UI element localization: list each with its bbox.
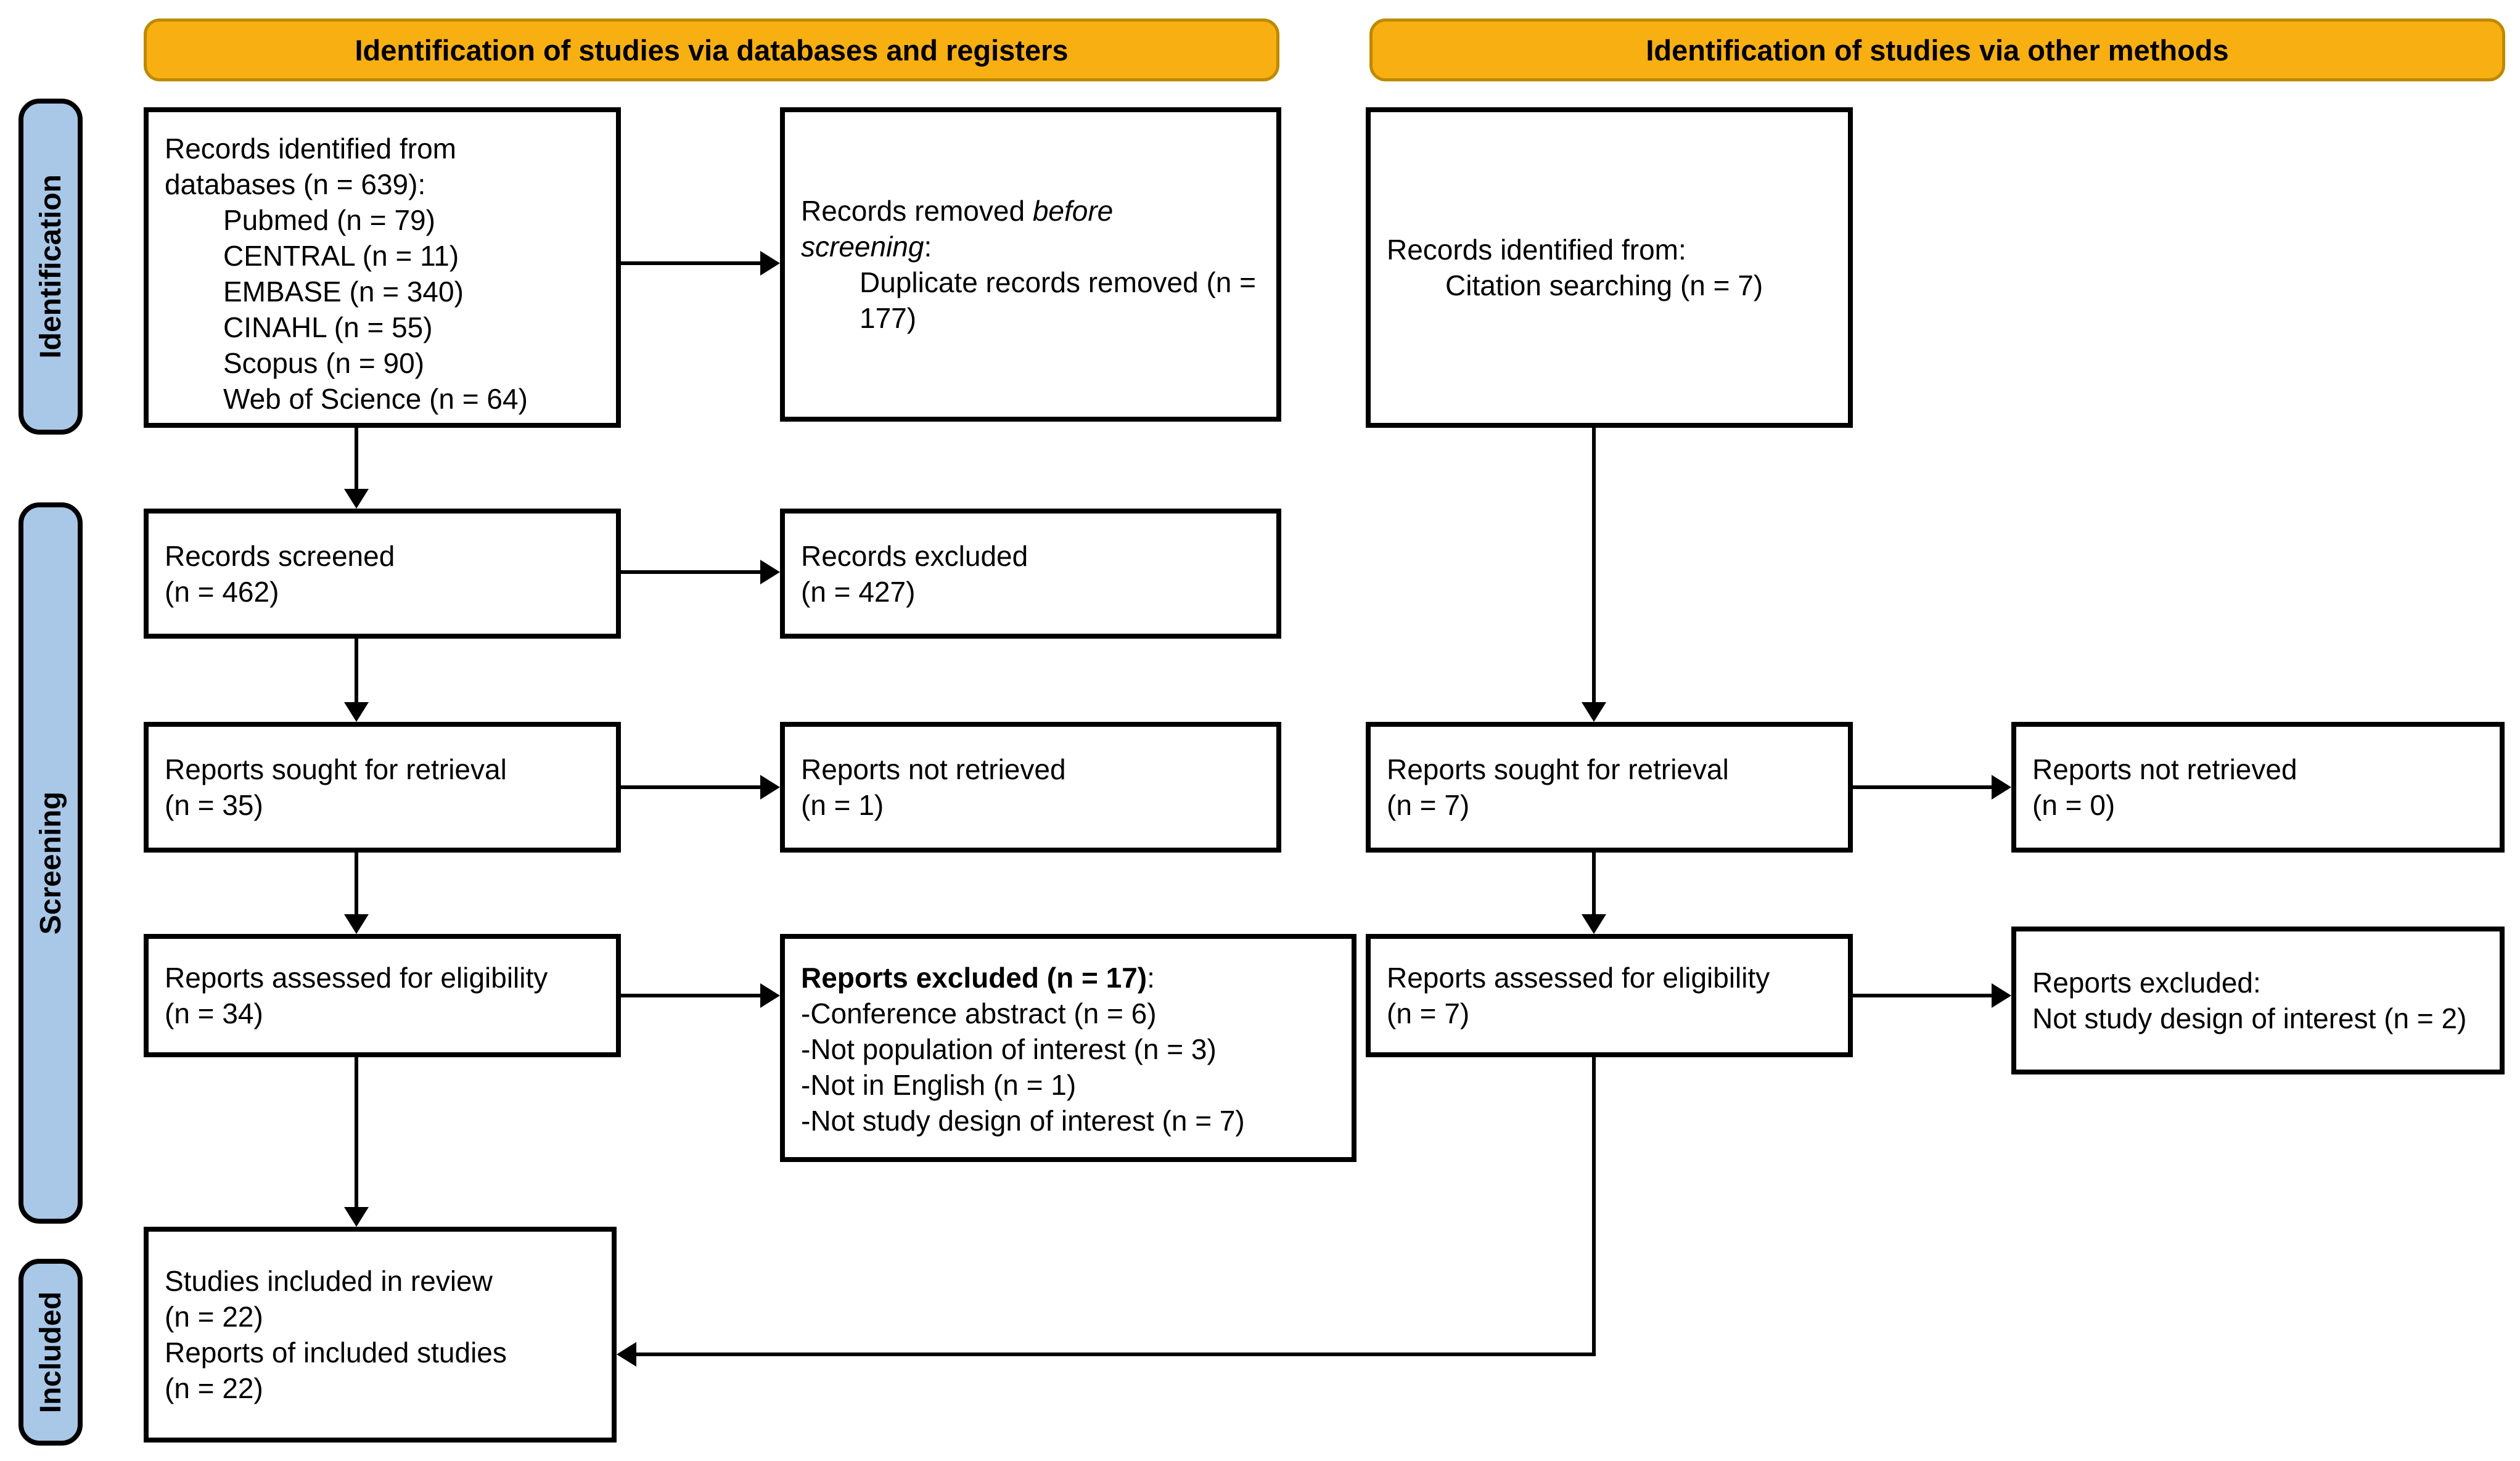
excl-reason-design: -Not study design of interest (n = 7) [801,1105,1245,1137]
arrow-assessed-to-included-head [344,1207,369,1227]
stage-included: Included [18,1259,83,1446]
citation-searching: Citation searching (n = 7) [1445,269,1763,301]
arrow-identified-to-screened-line [355,427,358,490]
box-records-identified-other: Records identified from: Citation search… [1366,107,1853,428]
arrow-sought-to-assessed-head [344,914,369,934]
arrow-identified-to-screened-head [344,489,369,509]
records-removed-italic: before screening [801,195,1114,263]
assessed-db-line1: Reports assessed for eligibility [165,962,548,994]
box-reports-not-retrieved-other: Reports not retrieved (n = 0) [2011,722,2505,853]
box-studies-included: Studies included in review (n = 22) Repo… [144,1227,617,1443]
assessed-other-line1: Reports assessed for eligibility [1387,962,1770,994]
reports-excluded-db-header: Reports excluded (n = 17): [801,960,1343,996]
box-reports-sought-other: Reports sought for retrieval (n = 7) [1366,722,1853,853]
db-source-wos: Web of Science (n = 64) [223,383,528,415]
arrow-citation-to-sought-head [1582,702,1606,722]
arrow-sought-to-assessed-line [355,853,358,915]
duplicate-records-removed: Duplicate records removed (n = 177) [860,266,1257,334]
notret-db-line1: Reports not retrieved [801,753,1066,785]
records-screened-line1: Records screened [165,539,395,572]
notret-other-line2: (n = 0) [2032,789,2116,821]
assessed-db-line2: (n = 34) [165,997,263,1029]
db-source-pubmed: Pubmed (n = 79) [223,204,435,236]
db-records-line2: databases (n = 639): [165,168,426,200]
stage-identification-label: Identification [34,174,67,359]
box-reports-excluded-databases: Reports excluded (n = 17): -Conference a… [780,934,1356,1162]
db-source-central: CENTRAL (n = 11) [223,240,459,272]
arrow-other-to-included-head [617,1342,636,1367]
stage-screening: Screening [18,502,83,1224]
arrow-screened-to-excluded-head [760,560,780,584]
stage-included-label: Included [34,1291,67,1414]
reports-excluded-db-header-bold: Reports excluded (n = 17) [801,962,1147,994]
arrow-sought-to-notretrieved-head [760,775,780,800]
records-excluded-line1: Records excluded [801,539,1028,572]
stage-identification: Identification [18,99,83,435]
sought-other-line2: (n = 7) [1387,789,1470,821]
excl-reason-conference: -Conference abstract (n = 6) [801,997,1157,1029]
arrow-identified-to-removed-head [760,251,780,276]
excl-reason-english: -Not in English (n = 1) [801,1069,1077,1101]
arrow-assessed-to-excluded-head [760,983,780,1008]
arrow-screened-to-sought-line [355,639,358,703]
included-line2: (n = 22) [165,1301,263,1333]
arrow-sought-other-to-notretrieved-head [1992,775,2011,800]
banner-other-label: Identification of studies via other meth… [1646,33,2229,67]
arrow-other-to-included-horizontal [636,1353,1596,1356]
banner-databases-label: Identification of studies via databases … [355,33,1069,67]
records-excluded-line2: (n = 427) [801,575,916,608]
sought-other-line1: Reports sought for retrieval [1387,753,1729,785]
db-source-scopus: Scopus (n = 90) [223,347,425,379]
db-source-cinahl: CINAHL (n = 55) [223,311,433,343]
arrow-sought-other-to-assessed-line [1592,853,1596,915]
reports-excluded-other-line2: Not study design of interest (n = 2) [2032,1002,2467,1034]
records-removed-colon: : [924,231,932,263]
box-reports-assessed-databases: Reports assessed for eligibility (n = 34… [144,934,621,1057]
arrow-sought-other-to-assessed-head [1582,914,1606,934]
sought-db-line2: (n = 35) [165,789,263,821]
records-screened-line2: (n = 462) [165,575,279,608]
banner-databases-registers: Identification of studies via databases … [144,18,1279,81]
arrow-sought-other-to-notretrieved-line [1853,785,1992,789]
records-removed-heading: Records removed before screening: [801,193,1171,264]
db-records-line1: Records identified from [165,133,456,165]
box-reports-excluded-other: Reports excluded: Not study design of in… [2011,927,2505,1074]
arrow-assessed-to-excluded-line [621,994,760,997]
arrow-screened-to-excluded-line [621,570,760,574]
box-records-excluded: Records excluded (n = 427) [780,509,1281,639]
banner-other-methods: Identification of studies via other meth… [1369,18,2505,81]
excl-reason-population: -Not population of interest (n = 3) [801,1033,1217,1065]
arrow-assessed-other-to-excluded-line [1853,994,1992,997]
included-line1: Studies included in review [165,1265,493,1297]
included-line3: Reports of included studies [165,1336,507,1369]
notret-other-line1: Reports not retrieved [2032,753,2297,785]
box-reports-not-retrieved-databases: Reports not retrieved (n = 1) [780,722,1281,853]
box-reports-sought-databases: Reports sought for retrieval (n = 35) [144,722,621,853]
citation-intro: Records identified from: [1387,234,1686,266]
arrow-identified-to-removed-line [621,261,760,265]
assessed-other-line2: (n = 7) [1387,997,1470,1029]
box-reports-assessed-other: Reports assessed for eligibility (n = 7) [1366,934,1853,1057]
arrow-screened-to-sought-head [344,702,369,722]
box-records-identified-databases: Records identified from databases (n = 6… [144,107,621,428]
stage-screening-label: Screening [34,791,67,935]
notret-db-line2: (n = 1) [801,789,884,821]
arrow-assessed-to-included-line [355,1056,358,1208]
arrow-sought-to-notretrieved-line [621,785,760,789]
arrow-citation-to-sought-line [1592,428,1596,703]
db-source-embase: EMBASE (n = 340) [223,276,464,308]
records-removed-text: Records removed [801,195,1033,227]
arrow-other-to-included-vertical [1592,1056,1596,1356]
arrow-assessed-other-to-excluded-head [1992,983,2011,1008]
reports-excluded-other-line1: Reports excluded: [2032,967,2261,999]
included-line4: (n = 22) [165,1372,263,1404]
reports-excluded-db-header-colon: : [1147,962,1155,994]
sought-db-line1: Reports sought for retrieval [165,753,507,785]
box-records-removed-before-screening: Records removed before screening: Duplic… [780,107,1281,422]
box-records-screened: Records screened (n = 462) [144,509,621,639]
